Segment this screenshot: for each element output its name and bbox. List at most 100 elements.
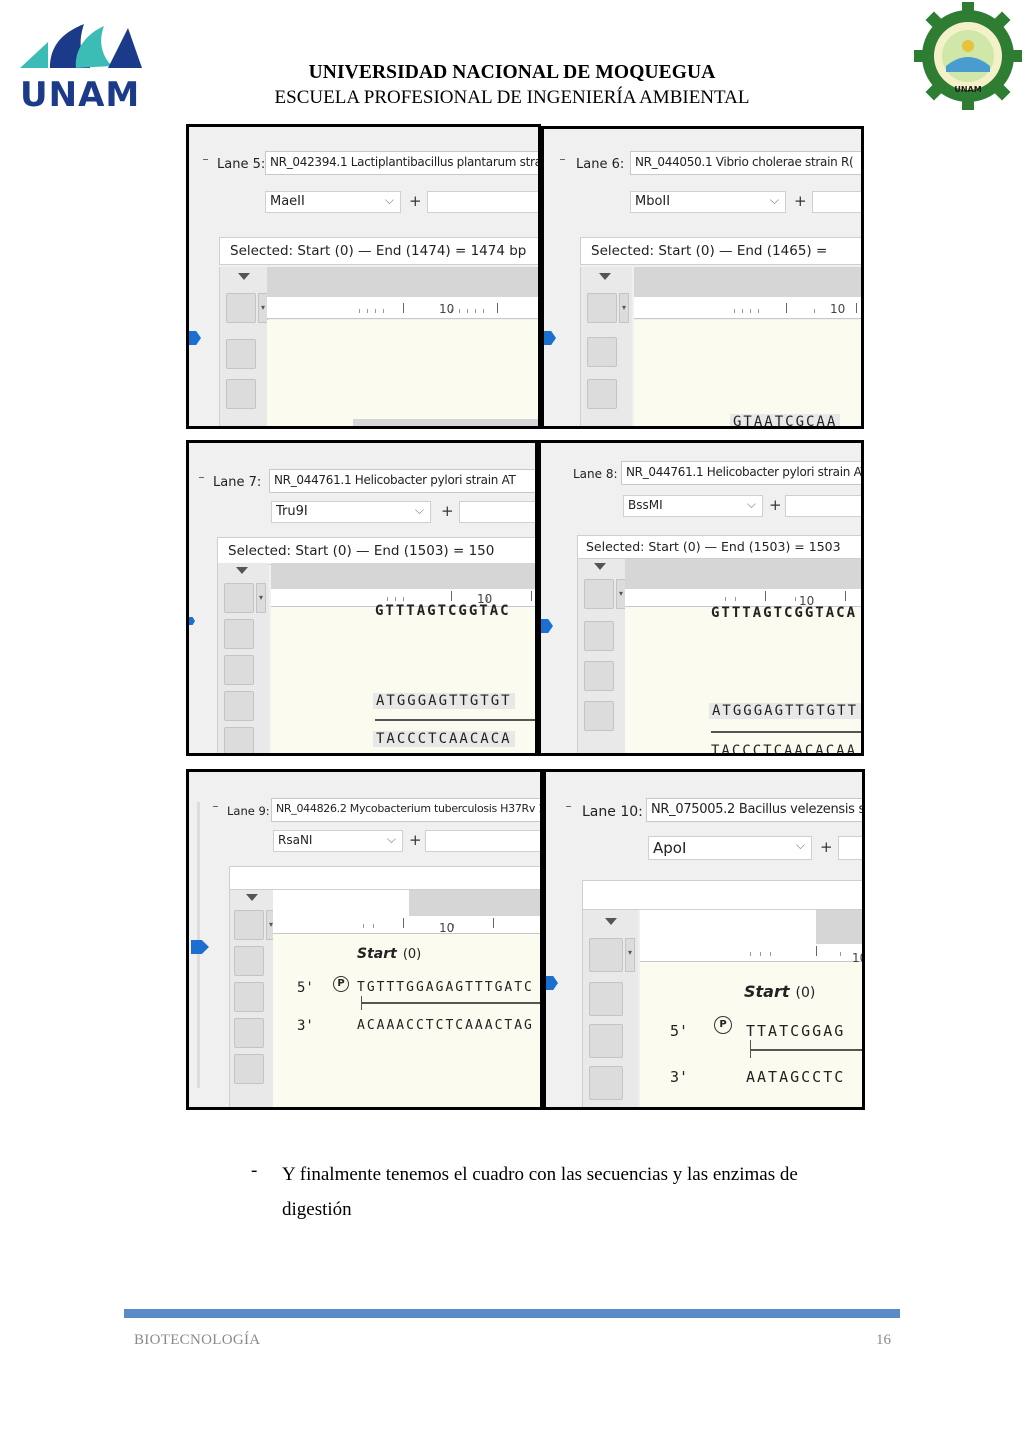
chevron-down-icon: ⌵ xyxy=(795,838,805,852)
reverse-strand-icon[interactable] xyxy=(224,655,254,685)
screenshot-lane-7: Lane 7: NR_044761.1 Helicobacter pylori … xyxy=(186,440,538,756)
sali-cut-icon[interactable] xyxy=(589,938,623,972)
collapse-icon[interactable] xyxy=(594,563,606,570)
arrow-right-icon[interactable] xyxy=(226,339,256,369)
selection-readout: Selected: Start (0) — End (1474) = 1474 … xyxy=(219,237,538,265)
reverse-strand-icon[interactable] xyxy=(226,379,256,409)
reverse-strand-icon[interactable] xyxy=(584,661,614,691)
bracket-icon[interactable] xyxy=(224,727,254,753)
lane-sequence-field[interactable]: NR_044826.2 Mycobacterium tuberculosis H… xyxy=(271,798,540,822)
chevron-down-icon[interactable]: ▾ xyxy=(256,583,266,613)
collapse-icon[interactable] xyxy=(236,567,248,574)
body-paragraph: Y finalmente tenemos el cuadro con las s… xyxy=(282,1164,798,1220)
chevron-down-icon[interactable]: ▾ xyxy=(619,293,629,323)
scroll-bar[interactable] xyxy=(353,419,538,426)
footer-course: BIOTECNOLOGÍA xyxy=(134,1332,261,1348)
svg-text:UNAM: UNAM xyxy=(20,75,140,112)
enzyme-extra-field[interactable] xyxy=(812,191,861,213)
swap-arrows-icon[interactable] xyxy=(584,701,614,731)
add-enzyme-icon[interactable]: + xyxy=(769,496,782,514)
lane-marker-icon[interactable] xyxy=(189,617,195,625)
enzyme-extra-field[interactable] xyxy=(427,191,538,213)
chevron-down-icon[interactable]: ▾ xyxy=(625,938,635,972)
collapse-icon[interactable] xyxy=(238,273,250,280)
sali-cut-icon[interactable] xyxy=(584,579,614,609)
lane-sequence-field[interactable]: NR_044050.1 Vibrio cholerae strain R( xyxy=(630,151,861,175)
chevron-down-icon: ⌵ xyxy=(414,503,424,517)
add-enzyme-icon[interactable]: + xyxy=(409,192,422,210)
lane-sequence-field[interactable]: NR_044761.1 Helicobacter pylori strain A… xyxy=(621,461,861,485)
promoter-icon[interactable]: P xyxy=(333,976,349,992)
enzyme-select[interactable]: RsaNI ⌵ xyxy=(273,830,403,852)
promoter-icon[interactable]: P xyxy=(714,1016,732,1034)
enzyme-select[interactable]: Tru9I ⌵ xyxy=(271,501,431,523)
sali-cut-icon[interactable] xyxy=(224,583,254,613)
screenshot-lane-5: Lane 5: NR_042394.1 Lactiplantibacillus … xyxy=(186,124,541,429)
arrow-right-icon[interactable] xyxy=(224,619,254,649)
enzyme-value: BssMI xyxy=(628,498,663,512)
sequence-view xyxy=(640,962,862,1107)
enzyme-extra-field[interactable] xyxy=(838,836,862,860)
sali-cut-icon[interactable] xyxy=(226,293,256,323)
arrow-right-icon[interactable] xyxy=(589,982,623,1016)
collapse-icon[interactable] xyxy=(605,918,617,925)
screenshot-lane-9: Lane 9: NR_044826.2 Mycobacterium tuberc… xyxy=(186,769,543,1110)
sali-cut-icon[interactable] xyxy=(587,293,617,323)
add-enzyme-icon[interactable]: + xyxy=(441,502,454,520)
lane-marker-icon[interactable] xyxy=(189,331,201,345)
enzyme-value: ApoI xyxy=(653,839,687,857)
arrow-right-icon[interactable] xyxy=(234,946,264,976)
five-prime-label: 5' xyxy=(297,980,314,996)
reverse-strand-icon[interactable] xyxy=(234,982,264,1012)
enzyme-select[interactable]: BssMI ⌵ xyxy=(623,495,763,517)
forward-strand: ATGGGAGTTGTGTT xyxy=(709,703,861,719)
enzyme-select[interactable]: MaeII⌵ xyxy=(265,191,401,213)
add-enzyme-icon[interactable]: + xyxy=(820,838,833,856)
sali-cut-icon[interactable] xyxy=(234,910,264,940)
lane-marker-icon[interactable] xyxy=(544,331,556,345)
swap-arrows-icon[interactable] xyxy=(224,691,254,721)
enzyme-value: RsaNI xyxy=(278,833,313,847)
lane-marker-icon[interactable] xyxy=(541,619,553,633)
sequence-view xyxy=(267,320,538,426)
add-enzyme-icon[interactable]: + xyxy=(409,831,422,849)
sequence-view xyxy=(273,934,540,1107)
sequence-ruler: 10 xyxy=(267,297,538,319)
add-enzyme-icon[interactable]: + xyxy=(794,192,807,210)
bracket-icon[interactable] xyxy=(234,1054,264,1084)
arrow-right-icon[interactable] xyxy=(587,337,617,367)
university-title: UNIVERSIDAD NACIONAL DE MOQUEGUA xyxy=(308,62,716,83)
enzyme-extra-field[interactable] xyxy=(425,830,540,852)
tool-palette: ▾ xyxy=(577,559,626,753)
lane-sequence-field[interactable]: NR_075005.2 Bacillus velezensis s xyxy=(646,798,862,822)
arrow-right-icon[interactable] xyxy=(584,621,614,651)
enzyme-select[interactable]: MboII⌵ xyxy=(630,191,786,213)
enzyme-extra-field[interactable] xyxy=(785,495,861,517)
swap-arrows-icon[interactable] xyxy=(589,1066,623,1100)
enzyme-extra-field[interactable] xyxy=(459,501,535,523)
start-label: Start(0) xyxy=(744,982,816,1001)
tool-palette: ▾ xyxy=(219,267,268,426)
lane-sequence-field[interactable]: NR_042394.1 Lactiplantibacillus plantaru… xyxy=(265,151,538,175)
page-number: 16 xyxy=(876,1332,891,1348)
sequence-ruler: 10 xyxy=(273,916,540,935)
reverse-strand-icon[interactable] xyxy=(589,1024,623,1058)
collapse-icon[interactable] xyxy=(599,273,611,280)
lane-sequence-field[interactable]: NR_044761.1 Helicobacter pylori strain A… xyxy=(269,469,535,493)
reverse-strand: TACCCTCAACACA xyxy=(373,731,515,747)
chevron-down-icon: ⌵ xyxy=(386,832,396,846)
enzyme-value: Tru9I xyxy=(276,504,308,519)
tool-palette: ▾ xyxy=(580,267,632,426)
enzyme-select[interactable]: ApoI ⌵ xyxy=(648,836,812,860)
reverse-strand: ACAAACCTCTCAAACTAG xyxy=(357,1018,534,1033)
collapse-icon[interactable] xyxy=(246,894,258,901)
lane-marker-icon[interactable] xyxy=(546,976,558,990)
reverse-strand-icon[interactable] xyxy=(587,379,617,409)
sequence-text: GTTTAGTCGGTAC xyxy=(375,603,511,619)
swap-arrows-icon[interactable] xyxy=(234,1018,264,1048)
lane-marker-icon[interactable] xyxy=(191,940,209,954)
forward-strand: TTATCGGAG xyxy=(746,1022,846,1040)
chevron-down-icon: ⌵ xyxy=(746,497,756,511)
footer-rule xyxy=(124,1309,900,1318)
screenshot-lane-8: Lane 8: NR_044761.1 Helicobacter pylori … xyxy=(538,440,864,756)
